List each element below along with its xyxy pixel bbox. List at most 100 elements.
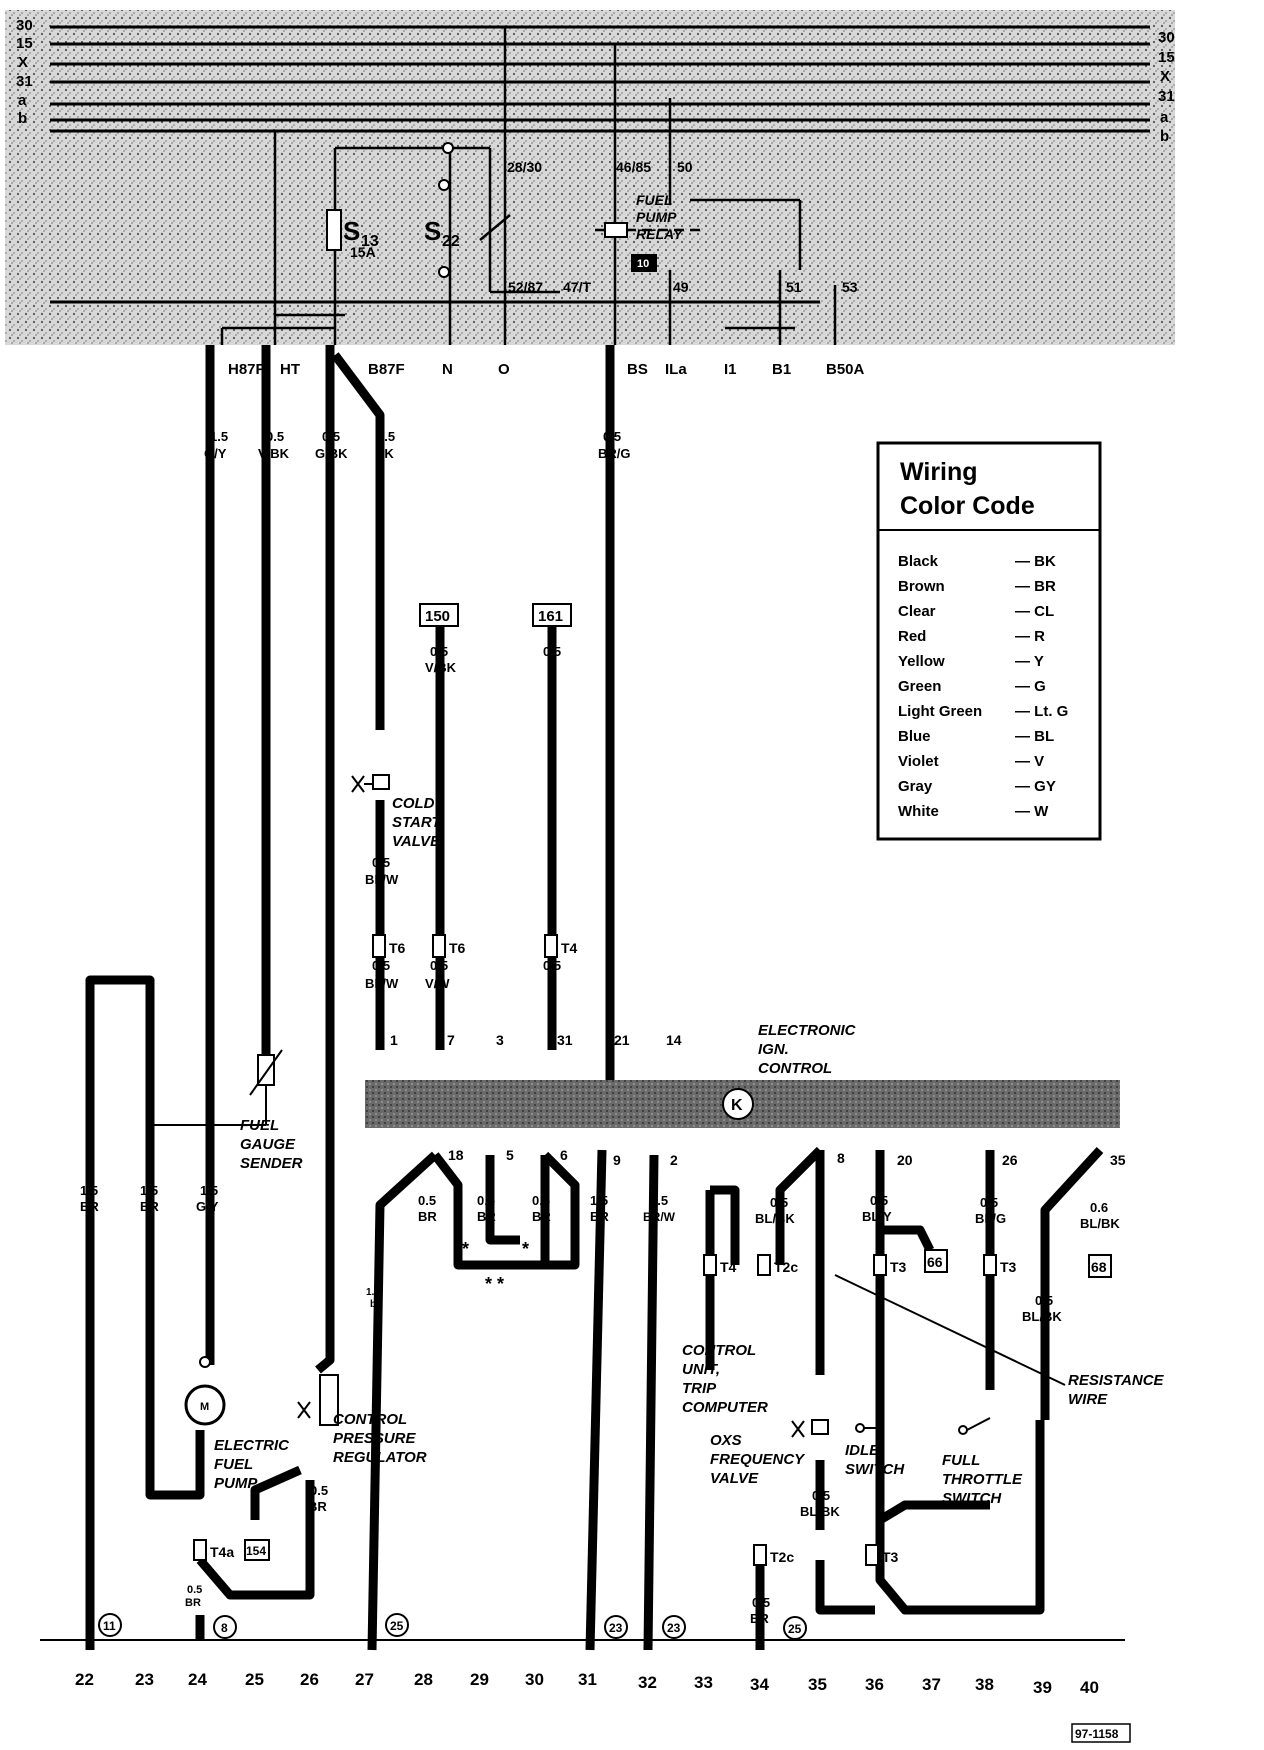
- ground-ref-23-a: 23: [609, 1621, 623, 1635]
- cc-code-violet: — V: [1015, 753, 1044, 770]
- ecu-title-3: CONTROL: [758, 1060, 832, 1077]
- col-37: 37: [922, 1675, 941, 1694]
- ground-refs: 11 8 25 23 23 25: [98, 1613, 807, 1640]
- wire-blw-lower-gauge: 0.5: [372, 958, 390, 973]
- col-39: 39: [1033, 1678, 1052, 1697]
- wire-y-mid-gauge: 0.5: [543, 644, 561, 659]
- ecu-k-circle: [722, 1088, 754, 1120]
- fuel-gauge-sender-symbol: [150, 1049, 283, 1126]
- lower-connectors: T4a T4 T2c T2c T3 T3 T3: [193, 1254, 1017, 1566]
- connector-ila: ILa: [665, 361, 687, 378]
- wire-lower-38-gauge: 0.5: [980, 1195, 998, 1210]
- cpr-label-2: PRESSURE: [333, 1430, 417, 1447]
- connector-i1: I1: [724, 361, 737, 378]
- wire-lower-35-color: BL/BK: [755, 1211, 795, 1226]
- connector-t4a: T4a: [210, 1544, 234, 1560]
- wire-lower-39-color: BL/BK: [1022, 1309, 1062, 1324]
- ref-boxes: 150 161 66 68 154: [244, 603, 1112, 1561]
- bus-labels-left: 30 15 X 31 a b: [16, 17, 33, 127]
- ground-ref-11: 11: [103, 1619, 116, 1633]
- full-throttle-label-3: SWITCH: [942, 1490, 1002, 1507]
- wire-26-gauge: 0.5: [310, 1483, 328, 1498]
- fuel-gauge-label-3: SENDER: [240, 1155, 303, 1172]
- bus-label-b: b: [18, 110, 27, 127]
- connector-n: N: [442, 361, 453, 378]
- ecu-pin-7: 7: [447, 1032, 455, 1048]
- color-code-title-2: Color Code: [900, 492, 1035, 520]
- ecu-top-pins: 1 7 3 31 21 14: [390, 1032, 682, 1048]
- wire-26-color: BR: [308, 1499, 327, 1514]
- connector-t6-b: T6: [449, 940, 466, 956]
- wire-lower-23-color: BR: [140, 1199, 159, 1214]
- bus-label-x-right: X: [1160, 68, 1170, 85]
- star-double: * *: [485, 1274, 504, 1294]
- connector-t3-a: T3: [890, 1259, 907, 1275]
- col-38: 38: [975, 1675, 994, 1694]
- wire-lower-30-gauge: 0.5: [532, 1193, 550, 1208]
- terminal-53: 53: [842, 279, 858, 295]
- connector-bs: BS: [627, 361, 648, 378]
- ecu-pin-8: 8: [837, 1150, 845, 1166]
- ground-ref-8: 8: [221, 1621, 228, 1635]
- wire-gy-gauge: 1.5: [210, 429, 228, 444]
- fuel-pump-label-3: PUMP: [214, 1475, 258, 1492]
- wire-y-lower-gauge: 0.5: [543, 958, 561, 973]
- ecu-pin-3: 3: [496, 1032, 504, 1048]
- idle-label-1: IDLE: [845, 1442, 880, 1459]
- wire-labels-mid: 0.5 V/BK 0.5 Y 0.5 BL/W 0.5 BL/W 0.5 V/W…: [365, 644, 561, 991]
- color-code-title-1: Wiring: [900, 458, 978, 486]
- bus-label-30-right: 30: [1158, 29, 1175, 46]
- cc-name-violet: Violet: [898, 753, 939, 770]
- ctrl-unit-label-2: UNIT,: [682, 1361, 720, 1378]
- connector-labels: H87F HT B87F N O BS ILa I1 B1 B50A: [228, 361, 865, 378]
- ref-68: 68: [1091, 1259, 1107, 1275]
- fuel-pump-symbol: [184, 1356, 226, 1426]
- terminal-51: 51: [786, 279, 802, 295]
- wire-27-gauge: 1.5: [366, 1287, 380, 1298]
- wire-27-color: br: [370, 1299, 380, 1310]
- terminal-46-85: 46/85: [616, 159, 651, 175]
- ground-ref-25-b: 25: [788, 1622, 802, 1636]
- cc-name-clear: Clear: [898, 603, 936, 620]
- full-throttle-label-2: THROTTLE: [942, 1471, 1023, 1488]
- ctrl-unit-label-4: COMPUTER: [682, 1399, 768, 1416]
- connector-b50a: B50A: [826, 361, 865, 378]
- bus-label-a: a: [18, 92, 27, 109]
- bus-label-30: 30: [16, 17, 33, 34]
- wire-lower-24-color: G/Y: [196, 1199, 219, 1214]
- wire-blw-upper-color: BL/W: [365, 872, 399, 887]
- wire-lower-32-gauge: 1.5: [650, 1193, 668, 1208]
- col-28: 28: [414, 1670, 433, 1689]
- bottom-numbers: 22 23 24 25 26 27 28 29 30 31 32 33 34 3…: [75, 1670, 1099, 1697]
- bus-labels-right: 30 15 X 31 a b: [1158, 29, 1175, 145]
- ecu-title-1: ELECTRONIC: [758, 1022, 857, 1039]
- col-30: 30: [525, 1670, 544, 1689]
- relay-title-2: PUMP: [636, 209, 677, 225]
- col-34: 34: [750, 1675, 769, 1694]
- ground-ref-25-a: 25: [390, 1619, 404, 1633]
- resistance-label-1: RESISTANCE: [1068, 1372, 1165, 1389]
- connector-t6-a: T6: [389, 940, 406, 956]
- wire-lower-22-gauge: 1.5: [80, 1183, 98, 1198]
- wire-gy-color: G/Y: [204, 446, 227, 461]
- ecu-pin-6: 6: [560, 1147, 568, 1163]
- col-26: 26: [300, 1670, 319, 1689]
- fuel-pump-label-2: FUEL: [214, 1456, 253, 1473]
- idle-label-2: SWITCH: [845, 1461, 905, 1478]
- wire-lower-29-color: BR: [477, 1209, 496, 1224]
- ecu-title-2: IGN.: [758, 1041, 789, 1058]
- relay-title-3: RELAY: [636, 226, 684, 242]
- wire-lower-35b-gauge: 0.5: [812, 1488, 830, 1503]
- wire-lower-28-color: BR: [418, 1209, 437, 1224]
- s22-label: S: [424, 216, 441, 246]
- wire-lower-36-gauge: 0.5: [870, 1193, 888, 1208]
- wire-34-gauge: 0.5: [752, 1595, 770, 1610]
- bus-label-31: 31: [16, 73, 33, 90]
- ecu-pin-1: 1: [390, 1032, 398, 1048]
- col-25: 25: [245, 1670, 264, 1689]
- color-code-box: Wiring Color Code: [876, 441, 1102, 841]
- cc-code-green: — G: [1015, 678, 1046, 695]
- cold-start-label-3: VALVE: [392, 833, 441, 850]
- connector-h87f: H87F: [228, 361, 265, 378]
